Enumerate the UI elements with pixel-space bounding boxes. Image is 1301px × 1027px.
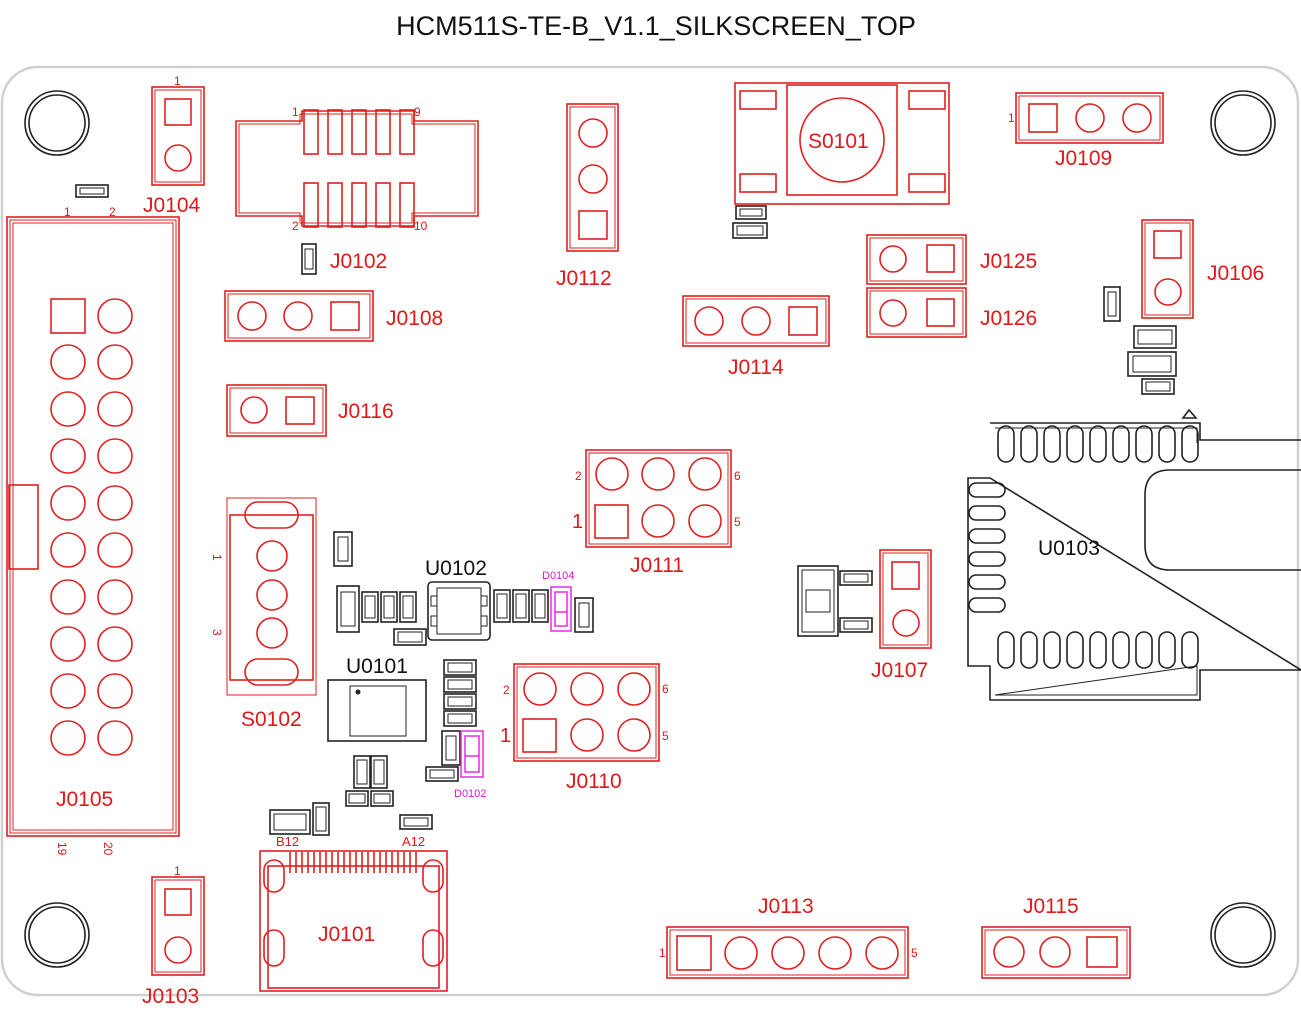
pin-label: D0102 [454, 788, 486, 800]
switch-s0102: 1 3 S0102 [210, 497, 317, 731]
pin-label: 9 [414, 105, 421, 119]
connector-j0109: 1 J0109 [1008, 92, 1164, 170]
connector-j0104: 1 J0104 [143, 74, 205, 217]
label-u0102: U0102 [425, 557, 487, 580]
connector-j0107: J0107 [871, 549, 932, 682]
connector-j0101: B12 A12 J0101 [259, 834, 448, 992]
label-j0102: J0102 [330, 250, 387, 273]
pin-label: 5 [662, 729, 669, 743]
board-outline [0, 65, 1300, 997]
label-j0101: J0101 [318, 923, 375, 946]
pin-label: 2 [109, 205, 116, 219]
label-s0101: S0101 [808, 130, 869, 153]
smd-column-u0101 [345, 659, 477, 807]
connector-j0116: J0116 [226, 384, 394, 437]
pin-label: 2 [503, 683, 510, 697]
pin-label: 1 [292, 105, 299, 119]
pin-label: 3 [210, 629, 224, 636]
label-j0104: J0104 [143, 194, 201, 217]
smd-resistor-1: 1 2 [64, 184, 116, 219]
chip-u0102: U0102 [425, 557, 491, 641]
smd-group-right [1103, 286, 1177, 395]
label-j0108: J0108 [386, 307, 443, 330]
pin-label: 1 [64, 205, 71, 219]
pin-label: 10 [414, 219, 428, 233]
pin-label: 2 [575, 469, 582, 483]
label-j0125: J0125 [980, 250, 1037, 273]
pin-label: 5 [734, 515, 741, 529]
connector-j0102: 1 9 2 10 J0102 [235, 105, 479, 275]
label-u0101: U0101 [346, 655, 408, 678]
label-j0111: J0111 [630, 554, 684, 577]
pin-label: 19 [55, 842, 69, 856]
label-j0116: J0116 [338, 400, 394, 423]
chip-u0101: U0101 [327, 655, 427, 742]
label-u0103: U0103 [1038, 537, 1100, 560]
connector-j0126: J0126 [866, 287, 1037, 338]
connector-j0125: J0125 [866, 234, 1037, 285]
label-j0112: J0112 [556, 267, 612, 290]
drawing-title: HCM511S-TE-B_V1.1_SILKSCREEN_TOP [396, 11, 916, 41]
mounting-holes [24, 90, 1276, 968]
connector-j0112: J0112 [556, 103, 619, 290]
connector-j0106: J0106 [1141, 219, 1264, 319]
pin-label: 5 [911, 946, 918, 960]
connector-j0105: J0105 19 20 [6, 216, 180, 856]
connector-j0114: J0114 [682, 295, 830, 379]
connector-j0108: J0108 [224, 290, 443, 342]
label-j0110: J0110 [566, 770, 622, 793]
label-j0107: J0107 [871, 659, 928, 682]
pin-label: A12 [402, 834, 425, 849]
label-j0114: J0114 [728, 356, 784, 379]
diode-d0104: D0104 [542, 570, 574, 632]
label-j0106: J0106 [1207, 262, 1264, 285]
pin-label: 1 [1008, 111, 1015, 125]
diode-d0102: D0102 [454, 730, 486, 800]
pin-label: 1 [572, 511, 583, 533]
module-u0103: U0103 [967, 408, 1301, 701]
connector-j0115: J0115 [981, 895, 1131, 979]
label-j0113: J0113 [758, 895, 814, 918]
switch-s0101: S0101 [732, 82, 950, 239]
pin-label: 6 [734, 469, 741, 483]
connector-j0103: 1 J0103 [142, 864, 205, 1008]
pin-label: 1 [500, 725, 511, 747]
connector-j0111: 2 1 6 5 J0111 [572, 449, 741, 577]
label-j0115: J0115 [1023, 895, 1079, 918]
pin-label: 1 [174, 74, 181, 88]
smd-group-j0107 [797, 565, 873, 637]
label-j0109: J0109 [1055, 147, 1112, 170]
pin-label: 2 [292, 219, 299, 233]
pin-label: 1 [659, 946, 666, 960]
smd-cluster-center [333, 531, 594, 646]
pin-label: D0104 [542, 570, 574, 582]
pin-label: 1 [210, 554, 224, 561]
connector-j0113: 1 5 J0113 [659, 895, 918, 979]
label-s0102: S0102 [241, 708, 302, 731]
pin-label: 6 [662, 682, 669, 696]
label-j0105: J0105 [56, 788, 113, 811]
connector-j0110: 2 1 6 5 J0110 [500, 663, 669, 793]
label-j0103: J0103 [142, 985, 199, 1008]
pin-label: 1 [174, 864, 181, 878]
pin-label: B12 [276, 834, 299, 849]
smd-group-usb [269, 802, 433, 836]
pin-label: 20 [101, 842, 115, 856]
label-j0126: J0126 [980, 307, 1037, 330]
